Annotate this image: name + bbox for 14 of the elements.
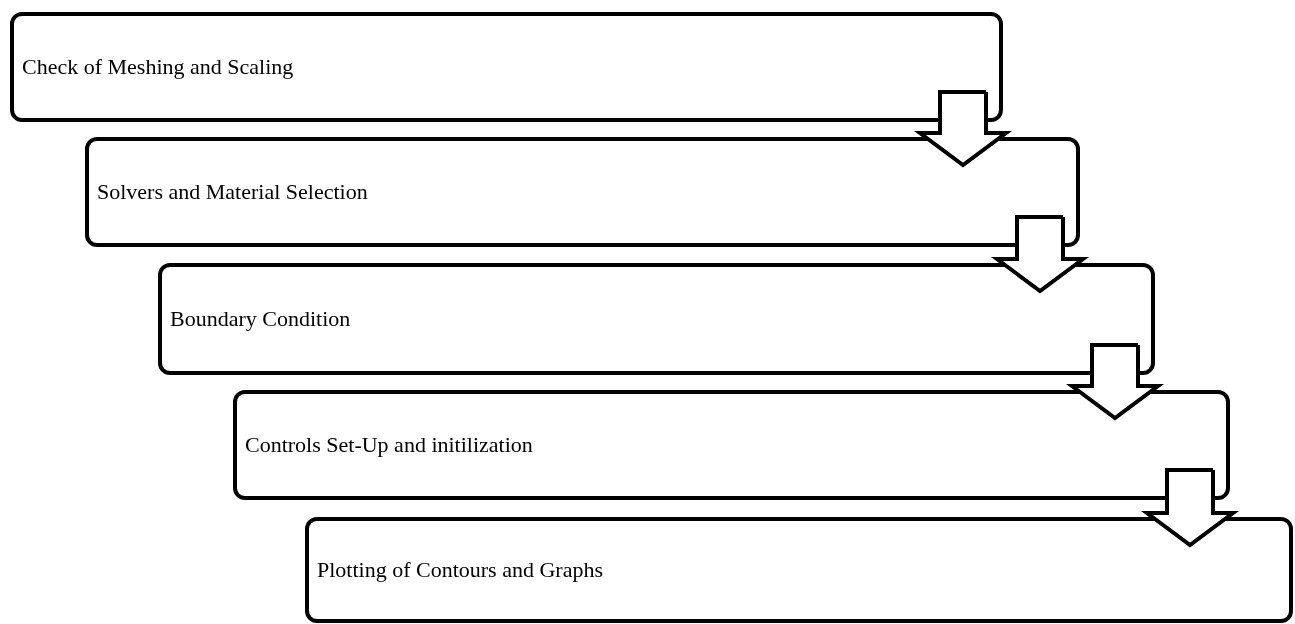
- step-label: Check of Meshing and Scaling: [22, 54, 294, 80]
- block-arrow: [913, 90, 1013, 168]
- process-box: [158, 263, 1155, 375]
- block-arrow: [1065, 343, 1165, 421]
- step-label: Controls Set-Up and initilization: [245, 432, 533, 458]
- step-label: Plotting of Contours and Graphs: [317, 557, 603, 583]
- process-box: [10, 12, 1003, 122]
- block-arrow: [1140, 468, 1240, 548]
- process-box: [85, 137, 1080, 247]
- process-box: [305, 517, 1293, 623]
- step-label: Solvers and Material Selection: [97, 179, 368, 205]
- block-arrow: [990, 215, 1090, 294]
- step-label: Boundary Condition: [170, 306, 351, 332]
- process-box: [233, 390, 1230, 500]
